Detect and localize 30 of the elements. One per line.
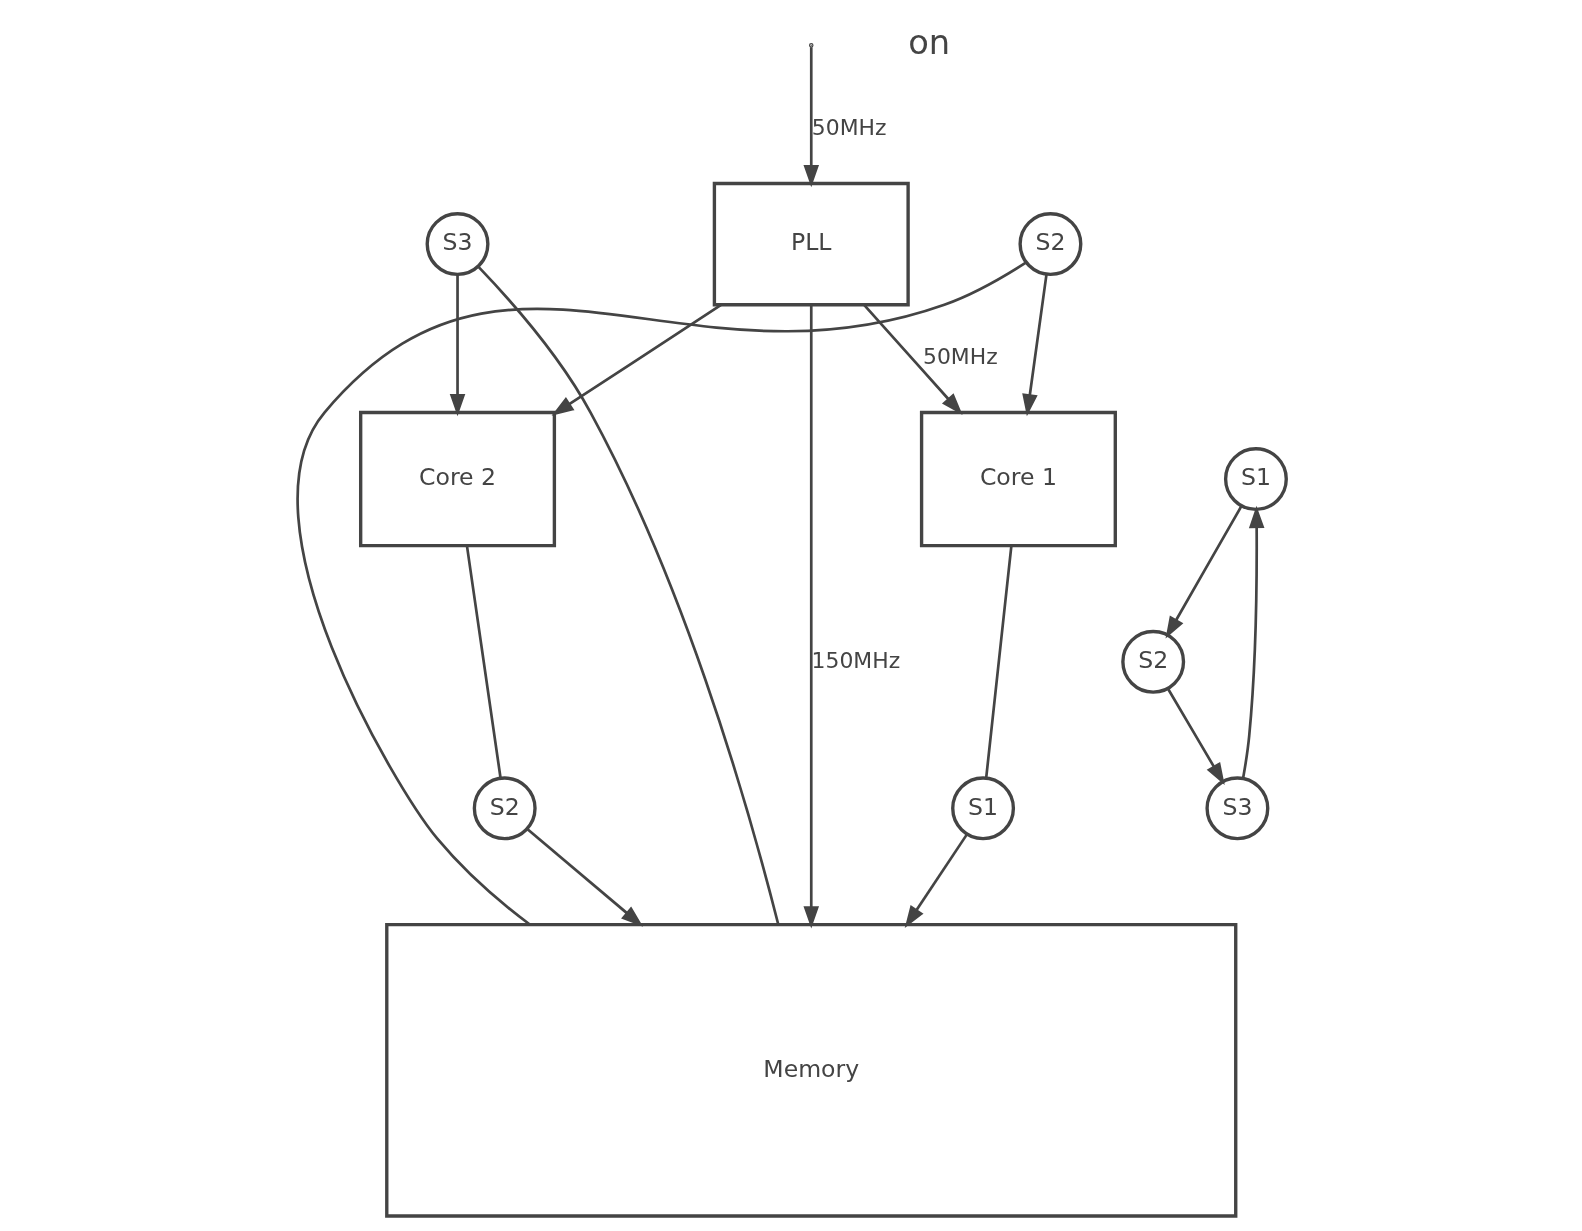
- label: on: [907, 22, 950, 62]
- connector: [476, 265, 780, 925]
- node-circle: S2: [1120, 629, 1185, 694]
- arrow: [862, 303, 963, 415]
- arrow: [1166, 687, 1225, 786]
- edge-label: 50MHz: [922, 344, 998, 370]
- node-circle: S1: [950, 776, 1015, 841]
- node-circle: S3: [1204, 776, 1269, 841]
- arrow: [802, 304, 819, 929]
- edge-label: 150MHz: [811, 647, 900, 673]
- edge-label: 50MHz: [811, 115, 886, 141]
- arrow: [1241, 505, 1264, 779]
- connector: [984, 545, 1013, 778]
- arrow: [802, 47, 819, 188]
- arrow: [551, 303, 722, 416]
- arrow: [1165, 505, 1242, 639]
- arrow: [525, 828, 643, 927]
- arrow: [1021, 274, 1048, 417]
- connector: [465, 545, 502, 778]
- arrow: [904, 833, 968, 928]
- node-circle: S1: [1223, 447, 1288, 512]
- arrow: [449, 274, 465, 417]
- node-box: PLL: [712, 181, 910, 307]
- node-box: Core 2: [358, 410, 556, 548]
- node-box: Core 1: [919, 410, 1117, 548]
- node-box: Memory: [384, 922, 1237, 1218]
- node-circle: S3: [425, 212, 490, 277]
- connector: [296, 261, 1026, 926]
- node-circle: S2: [1017, 212, 1082, 277]
- node-circle: S2: [472, 776, 537, 841]
